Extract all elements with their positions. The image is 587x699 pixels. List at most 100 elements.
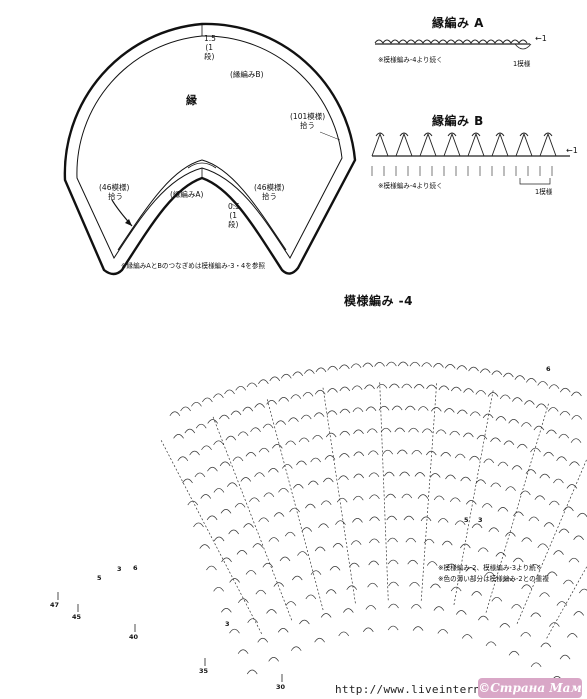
shell-stitch [246, 669, 258, 675]
shell-stitch [417, 494, 429, 499]
shell-stitch [568, 557, 580, 563]
shell-stitch [468, 366, 479, 372]
shell-stitch [396, 449, 408, 455]
shell-stitch [546, 571, 558, 577]
border-b-chart [371, 132, 570, 185]
shell-stitch [366, 428, 378, 434]
shell-stitch [465, 567, 477, 572]
shell-stitch [324, 455, 336, 460]
shell-stitch [206, 565, 217, 571]
shell-stitch [495, 416, 507, 421]
shell-stitch [182, 478, 193, 484]
shell-stitch [573, 535, 584, 541]
shell-stitch [289, 507, 300, 513]
pattern4-title: 模様編み -4 [344, 294, 414, 308]
shell-stitch [213, 440, 224, 445]
shell-stitch [512, 397, 523, 402]
shell-stitch [435, 429, 447, 434]
left-pattern-label: (46模様) [99, 183, 130, 192]
row-number: 6 [546, 365, 551, 373]
footer-url: http://www.liveinternet. [335, 683, 502, 696]
shell-stitch [353, 451, 365, 457]
shell-stitch [394, 427, 406, 433]
shell-stitch [491, 596, 503, 602]
stitch-spoke [485, 401, 550, 613]
shell-stitch [430, 583, 441, 589]
border-a-title: 縁編み A [432, 16, 484, 30]
shell-stitch [389, 383, 400, 389]
shell-stitch [553, 550, 564, 555]
shell-stitch [300, 414, 312, 420]
shell-stitch [305, 503, 316, 509]
shell-stitch [488, 527, 500, 532]
shell-stitch [537, 543, 549, 549]
shell-stitch [297, 551, 308, 556]
shell-stitch [521, 422, 532, 427]
shell-stitch [314, 637, 325, 643]
shell-stitch [249, 497, 260, 502]
shell-stitch [409, 361, 421, 367]
shell-stitch [258, 517, 269, 523]
shell-stitch [482, 413, 494, 419]
shell-stitch [206, 515, 218, 521]
shell-stitch [378, 405, 390, 411]
shell-stitch [559, 387, 571, 393]
shell-stitch [409, 581, 420, 587]
row-number: 3 [225, 620, 230, 628]
border-a-chart [374, 39, 532, 50]
border-b-note: ※模様編み-4より続く [378, 182, 443, 190]
shell-stitch [285, 440, 296, 446]
shell-stitch [318, 523, 329, 528]
shell-stitch [329, 565, 341, 571]
shell-stitch [539, 473, 551, 479]
shell-stitch [440, 452, 452, 457]
shell-stitch [559, 410, 571, 416]
shell-stitch [546, 429, 557, 435]
right-pick-label: 拾う [300, 121, 315, 130]
shell-stitch [548, 384, 560, 389]
shell-stitch [526, 378, 537, 383]
border-b-row: ←1 [566, 146, 578, 155]
shell-stitch [369, 516, 380, 522]
shell-stitch [499, 394, 511, 400]
shell-stitch [403, 515, 415, 521]
shell-stitch [290, 394, 302, 399]
shell-stitch [579, 588, 587, 594]
shell-stitch [273, 512, 285, 517]
shell-stitch [490, 437, 501, 443]
shell-stitch [566, 633, 578, 638]
shell-stitch [325, 432, 337, 438]
shell-stitch [298, 437, 310, 443]
shell-stitch [508, 650, 520, 656]
border-a-label: (縁編みA) [170, 190, 204, 199]
top-measure-unit: (1 段) [204, 43, 215, 61]
shell-stitch [263, 492, 275, 497]
right-pattern-label: (101模様) [290, 112, 326, 121]
row-number: 5 [464, 516, 469, 524]
shell-stitch [314, 546, 326, 552]
border-b-repeat: 1模様 [535, 188, 553, 196]
shell-stitch [207, 419, 218, 424]
shell-stitch [312, 434, 323, 440]
shell-stitch [410, 604, 422, 609]
shell-stitch [516, 443, 528, 449]
shell-stitch [245, 570, 257, 575]
shell-stitch [420, 516, 432, 522]
shell-stitch [454, 520, 466, 525]
shell-stitch [363, 627, 374, 633]
shell-stitch [556, 456, 567, 461]
shell-stitch [225, 435, 237, 441]
shell-stitch [484, 571, 496, 577]
shell-stitch [365, 605, 377, 610]
shell-stitch [530, 564, 541, 569]
shell-stitch [456, 365, 468, 370]
shell-stitch [293, 484, 304, 489]
shell-stitch [413, 384, 425, 389]
shell-stitch [401, 383, 413, 389]
border-b-title: 縁編み B [432, 114, 484, 128]
shell-stitch [471, 591, 482, 596]
shell-stitch [530, 612, 542, 618]
shell-stitch [221, 557, 232, 563]
shell-stitch [350, 363, 362, 368]
shell-stitch [228, 529, 239, 535]
